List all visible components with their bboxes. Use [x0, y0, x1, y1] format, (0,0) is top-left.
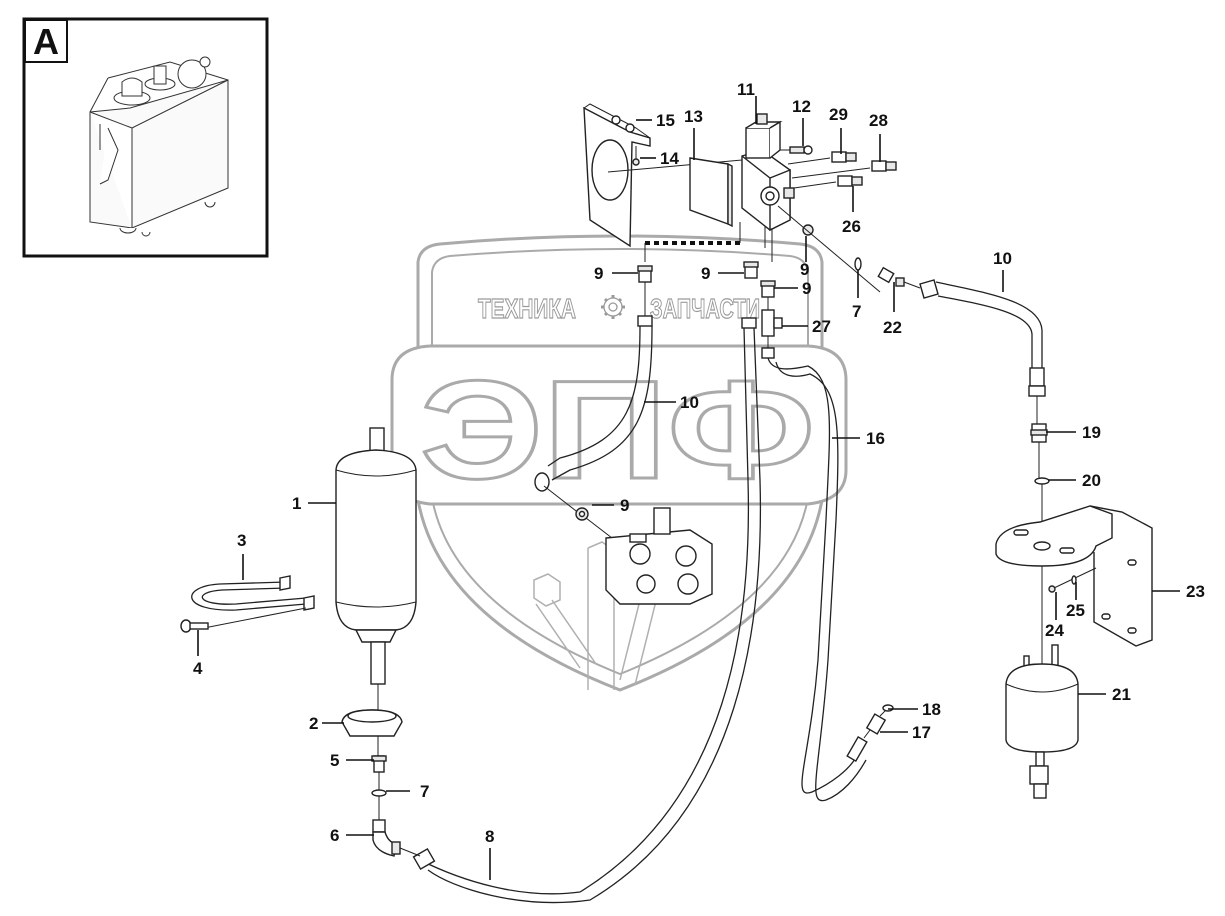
hose-10-left: [534, 315, 653, 515]
seal-ring-2: [341, 709, 403, 756]
bracket-plate: [583, 103, 743, 248]
callout-25[interactable]: 25: [1066, 601, 1085, 620]
callout-labels: 11 12 29 28 26 15 13 14 9 9 9 9 27 7 22 …: [193, 80, 1205, 846]
leader-lines: [197, 96, 1180, 880]
callout-16[interactable]: 16: [866, 429, 885, 448]
mounting-bracket-23: [995, 505, 1153, 668]
accumulator: [335, 427, 417, 710]
fitting-28: [791, 160, 897, 179]
fitting-9-bottom: [575, 507, 613, 539]
fitting-9-port: [777, 205, 881, 293]
callout-2[interactable]: 2: [309, 714, 318, 733]
bolt-4: [180, 619, 209, 633]
hydraulic-tank-drawing: [89, 56, 229, 237]
fitting-17: [865, 709, 887, 735]
callout-20[interactable]: 20: [1082, 471, 1101, 490]
hose-16: [761, 347, 877, 802]
callout-14[interactable]: 14: [660, 149, 679, 168]
callout-9-c[interactable]: 9: [800, 260, 809, 279]
callout-4[interactable]: 4: [193, 659, 203, 678]
callout-22[interactable]: 22: [883, 318, 902, 337]
gasket-plate: [689, 157, 733, 228]
o-ring-18: [882, 704, 894, 712]
callout-18[interactable]: 18: [922, 700, 941, 719]
callout-21[interactable]: 21: [1112, 685, 1131, 704]
tee-fitting-27: [761, 309, 783, 350]
callout-9-e[interactable]: 9: [620, 496, 629, 515]
inset-tank-view: A: [22, 17, 269, 258]
callout-9-b[interactable]: 9: [701, 264, 710, 283]
elbow-fitting-6: [372, 819, 421, 857]
callout-1[interactable]: 1: [292, 494, 301, 513]
fitting-29: [787, 151, 857, 165]
adapter-22: [877, 266, 921, 289]
gear-icon: [601, 295, 625, 319]
o-ring-7-lower: [371, 789, 387, 820]
callout-12[interactable]: 12: [792, 97, 811, 116]
hose-8: [412, 317, 762, 904]
callout-7-upper[interactable]: 7: [852, 302, 861, 321]
clamp-3: [191, 575, 315, 629]
fitting-26: [793, 175, 863, 189]
callout-26[interactable]: 26: [842, 217, 861, 236]
watermark: ТЕХНИКА ЗАПЧАСТИ ЭПФ: [390, 234, 848, 692]
fitting-9-right: [760, 280, 776, 310]
washer-25: [1071, 575, 1077, 585]
solenoid-valve-block: [741, 113, 795, 262]
callout-13[interactable]: 13: [684, 107, 703, 126]
callout-9-a[interactable]: 9: [594, 264, 603, 283]
callout-15[interactable]: 15: [656, 111, 675, 130]
callout-5[interactable]: 5: [330, 751, 339, 770]
callout-28[interactable]: 28: [869, 111, 888, 130]
inset-letter: A: [33, 21, 59, 62]
callout-3[interactable]: 3: [237, 531, 246, 550]
callout-24[interactable]: 24: [1045, 621, 1064, 640]
callout-10-right[interactable]: 10: [993, 249, 1012, 268]
watermark-text-left: ТЕХНИКА: [478, 293, 576, 324]
callout-29[interactable]: 29: [829, 105, 848, 124]
callout-8[interactable]: 8: [485, 827, 494, 846]
fitting-5: [371, 755, 387, 790]
fitting-19: [1030, 423, 1048, 478]
callout-10-left[interactable]: 10: [680, 393, 699, 412]
fitting-9-mid: [743, 261, 759, 279]
callout-17[interactable]: 17: [912, 723, 931, 742]
bolt-12: [780, 145, 813, 155]
filter-21: [1005, 644, 1079, 799]
callout-7-lower[interactable]: 7: [420, 782, 429, 801]
callout-11[interactable]: 11: [737, 80, 755, 99]
callout-19[interactable]: 19: [1082, 423, 1101, 442]
dashed-line: [644, 222, 741, 262]
hose-10-right: [919, 279, 1046, 424]
bolt-14: [632, 146, 640, 166]
callout-9-d[interactable]: 9: [802, 279, 811, 298]
watermark-big-text: ЭПФ: [420, 351, 815, 508]
callout-23[interactable]: 23: [1186, 582, 1205, 601]
control-valve: [605, 507, 713, 605]
fitting-9-left: [637, 265, 653, 318]
callout-6[interactable]: 6: [330, 826, 339, 845]
callout-27[interactable]: 27: [812, 317, 831, 336]
o-ring-7-upper: [854, 257, 862, 271]
